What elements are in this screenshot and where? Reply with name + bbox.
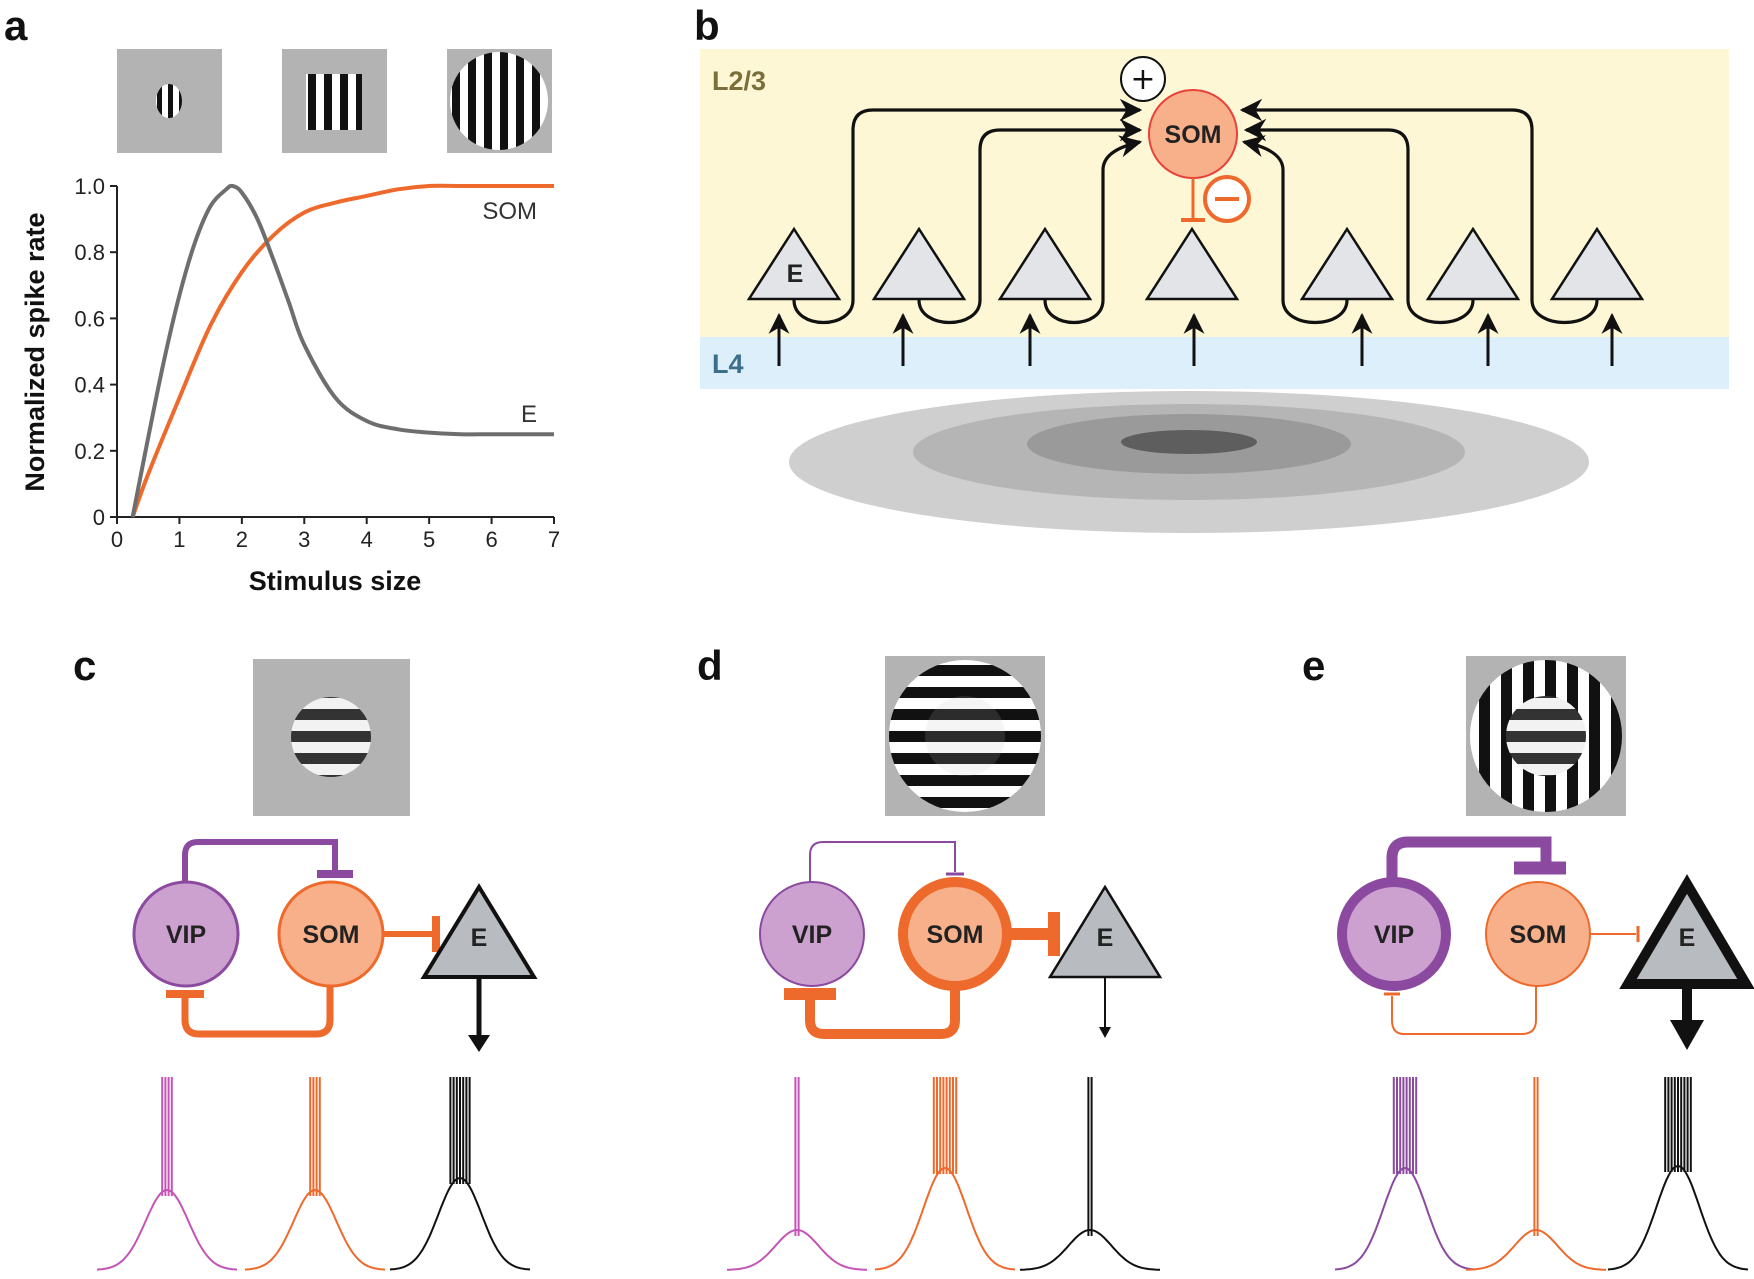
x-tick-label: 4 (361, 527, 373, 552)
circuit-c (166, 839, 490, 1052)
spike-traces-c (96, 1077, 531, 1271)
y-tick-label: 0.4 (74, 373, 105, 398)
som-cell-d: SOM (898, 877, 1012, 991)
circuit-d (784, 841, 1111, 1039)
som-spike-trace (244, 1077, 386, 1271)
panel-c-label: c (73, 642, 96, 689)
e-spike-trace (389, 1077, 531, 1271)
x-ticks: 0 1 2 3 4 5 6 7 (111, 517, 560, 552)
som-self-inhibition (1181, 178, 1205, 222)
x-tick-label: 6 (485, 527, 497, 552)
e-neuron-label: E (787, 260, 804, 288)
l4-input-arrows (768, 312, 1623, 366)
e-cell-c: E (420, 883, 538, 979)
layer-l4-band (700, 337, 1729, 389)
vip-spike-trace (726, 1077, 868, 1271)
series-line-e (130, 183, 554, 518)
series-line-som (130, 183, 554, 518)
e-neuron-5 (1299, 226, 1395, 301)
som-cell-e: SOM (1485, 881, 1591, 987)
receptive-field-ellipses (789, 391, 1589, 533)
size-tuning-chart: 0 1 2 3 4 5 6 7 0 0.2 0.4 0.6 0.8 1.0 SOM E Stimulus… (20, 174, 560, 596)
y-tick-label: 0.8 (74, 240, 105, 265)
vip-spike-trace (1334, 1077, 1476, 1271)
e-label-d: E (1097, 924, 1114, 952)
circuit-e (1384, 836, 1704, 1050)
large-grating-icon (447, 49, 552, 153)
layer-l23-label: L2/3 (712, 66, 766, 96)
iso-surround-grating-icon (885, 656, 1045, 816)
vip-spike-trace (96, 1077, 238, 1271)
y-tick-label: 0 (93, 505, 105, 530)
vip-label-c: VIP (166, 921, 206, 949)
e-neuron-6 (1425, 226, 1521, 301)
e-neuron-3 (997, 226, 1093, 301)
vip-label-e: VIP (1374, 921, 1414, 949)
x-tick-label: 5 (423, 527, 435, 552)
e-spike-trace (1607, 1077, 1749, 1271)
som-label-c: SOM (303, 921, 360, 949)
e-neuron-7 (1549, 226, 1645, 301)
cross-surround-grating-icon (1466, 656, 1626, 816)
spike-traces-d (726, 1077, 1161, 1271)
x-tick-label: 1 (173, 527, 185, 552)
e-neuron-1 (746, 226, 842, 301)
vip-cell-d: VIP (759, 881, 865, 987)
som-cell-c: SOM (277, 880, 385, 988)
x-tick-label: 0 (111, 527, 123, 552)
panel-e-label: e (1302, 642, 1325, 689)
som-label-b: SOM (1165, 121, 1222, 149)
center-grating-icon (253, 659, 410, 816)
y-tick-label: 0.6 (74, 306, 105, 331)
plus-sign-icon: + (1120, 56, 1166, 102)
som-label-d: SOM (927, 921, 984, 949)
e-cell-e: E (1619, 874, 1754, 989)
vip-label-d: VIP (792, 921, 832, 949)
medium-grating-icon (282, 49, 387, 153)
e-cell-d: E (1047, 884, 1163, 979)
x-tick-label: 2 (236, 527, 248, 552)
som-spike-trace (1465, 1077, 1607, 1271)
y-tick-label: 0.2 (74, 439, 105, 464)
vip-cell-c: VIP (132, 880, 240, 988)
y-tick-label: 1.0 (74, 174, 105, 199)
e-label-e: E (1679, 924, 1696, 952)
x-tick-label: 3 (298, 527, 310, 552)
e-label-c: E (471, 924, 488, 952)
e-spike-trace (1019, 1077, 1161, 1271)
small-grating-icon (117, 49, 222, 153)
chart-series (130, 183, 554, 518)
e-neuron-2 (871, 226, 967, 301)
minus-sign-icon (1203, 175, 1251, 223)
x-axis-label: Stimulus size (249, 566, 422, 596)
series-label-e: E (521, 401, 537, 428)
y-axis-label: Normalized spike rate (20, 212, 50, 491)
layer-l4-label: L4 (712, 349, 744, 379)
panel-b-label: b (694, 2, 720, 49)
panel-d-label: d (697, 642, 723, 689)
pyramidal-neurons (746, 226, 1645, 301)
series-label-som: SOM (482, 198, 537, 225)
plus-sign: + (1130, 62, 1155, 97)
vip-cell-e: VIP (1337, 877, 1451, 991)
panel-a-label: a (4, 2, 28, 49)
e-neuron-4 (1144, 226, 1240, 301)
som-spike-trace (874, 1077, 1016, 1271)
som-label-e: SOM (1510, 921, 1567, 949)
e-to-som-projections (792, 98, 1599, 325)
spike-traces-e (1334, 1077, 1749, 1271)
x-tick-label: 7 (548, 527, 560, 552)
y-ticks: 0 0.2 0.4 0.6 0.8 1.0 (74, 174, 117, 530)
som-cell-b: SOM (1148, 89, 1238, 179)
